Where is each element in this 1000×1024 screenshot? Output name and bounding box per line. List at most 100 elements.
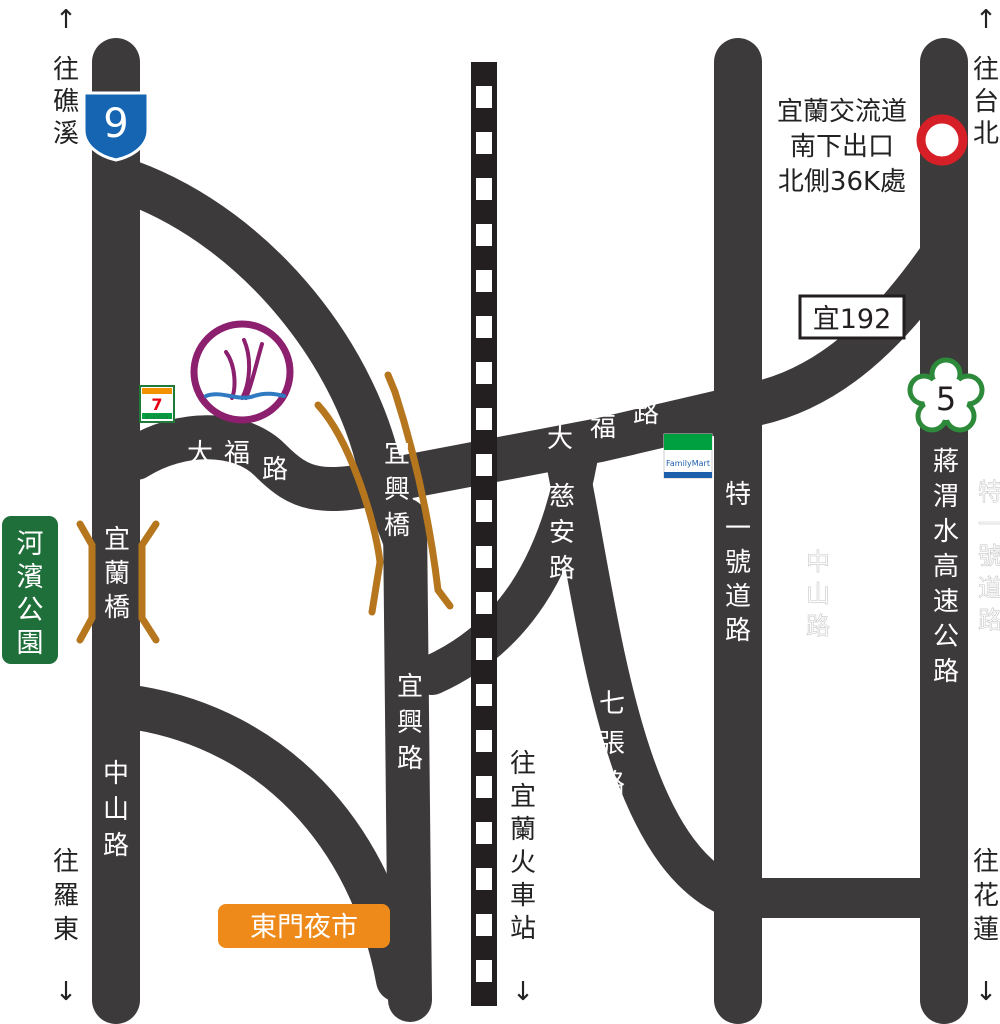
dongmen-night-market-box	[218, 904, 390, 948]
label-char: 蔣	[933, 447, 959, 477]
dafu-road-east-char-2: 福	[590, 413, 616, 443]
label-char: 路	[978, 606, 1000, 634]
zhongshan-road-label: 中山路	[103, 759, 129, 861]
familymart-stripe-blue	[664, 472, 712, 478]
railway-tie	[476, 776, 492, 798]
to-luodong-label: 往羅東	[53, 847, 79, 945]
yixing-bridge-label: 宜興橋	[384, 439, 410, 541]
label-char: 山	[103, 795, 129, 825]
zhongshan-road-faded-label: 中山路	[806, 548, 830, 640]
railway-tie	[476, 868, 492, 890]
label-char: 路	[397, 744, 423, 774]
hebin-park-label: 河濱公園	[17, 529, 44, 659]
seven-eleven-stripe-orange	[142, 388, 172, 394]
label-char: 濱	[17, 562, 44, 593]
hebin-park-box	[2, 516, 58, 664]
dongmen-night-market-label: 東門夜市	[250, 912, 358, 943]
road-network	[92, 38, 968, 1024]
route-9-shield: 9	[82, 91, 150, 162]
interchange-line-3: 北側36K處	[778, 167, 906, 197]
route-192-sign: 宜192	[798, 294, 906, 340]
hebin-park-badge: 河濱公園	[2, 516, 58, 664]
dafu-road-east-char-3: 路	[633, 399, 659, 429]
label-char: 慈	[549, 482, 575, 512]
label-char: 往	[510, 749, 536, 779]
label-char: 道	[978, 574, 1000, 602]
label-char: 路	[933, 657, 959, 687]
interchange-line-2: 南下出口	[790, 132, 894, 162]
label-char: 號	[725, 548, 751, 578]
label-char: 路	[806, 612, 830, 640]
jiangwei-highway-label: 蔣渭水高速公路	[933, 447, 959, 687]
label-char: 速	[933, 587, 959, 617]
label-char: 橋	[384, 511, 410, 541]
label-char: 羅	[53, 881, 79, 911]
label-char: 往	[973, 847, 999, 877]
destination-logo-ring-icon	[190, 320, 294, 424]
railway	[471, 62, 497, 1006]
to-hualien-label: 往花蓮	[973, 847, 999, 945]
label-char: 宜	[384, 439, 410, 469]
label-char: 道	[725, 582, 751, 612]
yixing-road	[383, 498, 432, 1022]
label-char: 河	[17, 529, 44, 560]
railway-tie	[476, 500, 492, 522]
label-char: 礁	[53, 87, 79, 117]
label-char: 張	[599, 729, 625, 759]
railway-tie	[476, 960, 492, 982]
label-char: 中	[103, 759, 129, 789]
label-char: 往	[973, 55, 999, 85]
label-char: 一	[725, 514, 751, 544]
label-char: 宜	[510, 782, 536, 812]
label-char: 七	[599, 689, 625, 719]
railway-tie	[476, 132, 492, 154]
to-jiaoxi-arrow: ↑	[55, 5, 77, 35]
label-char: 號	[978, 542, 1000, 570]
qizhang-road	[544, 431, 761, 921]
yixing-bridge-right-rail	[384, 371, 454, 610]
interchange-note: 宜蘭交流道 南下出口 北側36K處	[777, 97, 968, 197]
label-char: 宜	[104, 525, 130, 555]
railway-tie	[476, 86, 492, 108]
railway-tie	[476, 270, 492, 292]
familymart-label: FamilyMart	[666, 459, 710, 468]
label-char: 往	[53, 55, 79, 85]
destination-logo-wave-icon	[204, 391, 286, 400]
upper-curve-road	[108, 160, 427, 562]
route-192-label: 宜192	[813, 304, 892, 335]
dongmen-night-market-badge: 東門夜市	[218, 904, 390, 948]
route-5-flower-center	[924, 376, 968, 420]
qizhang-road-label: 七張路	[599, 689, 625, 799]
to-luodong-arrow: ↓	[55, 977, 77, 1007]
interchange-line-1: 宜蘭交流道	[777, 97, 907, 127]
railway-tie	[476, 224, 492, 246]
label-char: 台	[973, 87, 999, 117]
railway-tie	[476, 362, 492, 384]
to-yilan-station-arrow: ↓	[512, 977, 534, 1007]
direction-labels: ↑ 往礁溪 ↑ 往台北 往羅東 ↓ 往花蓮 ↓ 往宜蘭火車站 ↓	[53, 5, 999, 1007]
yixing-bridge-left-rail	[314, 401, 384, 616]
dafu-road-west	[114, 415, 422, 511]
yilan-bridge-left-rail	[76, 520, 96, 644]
label-char: 公	[17, 595, 44, 626]
dafu-road-west-char-1: 大	[187, 439, 213, 469]
yilan-bridge-label: 宜蘭橋	[104, 525, 130, 623]
label-char: 特	[978, 478, 1000, 506]
label-char: 蓮	[973, 915, 999, 945]
railway-tie	[476, 178, 492, 200]
label-char: 水	[933, 517, 959, 547]
label-char: 花	[973, 881, 999, 911]
dafu-road-west-char-3: 路	[262, 455, 288, 485]
label-char: 公	[933, 622, 959, 652]
railway-tie	[476, 316, 492, 338]
label-char: 路	[103, 831, 129, 861]
label-char: 路	[549, 554, 575, 584]
familymart-store: FamilyMart	[663, 433, 713, 479]
label-char: 高	[933, 552, 959, 582]
label-char: 車	[510, 881, 536, 911]
seven-eleven-label: ELEVEN	[145, 414, 168, 421]
route-9-number: 9	[103, 101, 128, 147]
railway-tie	[476, 730, 492, 752]
to-hualien-arrow: ↓	[975, 977, 997, 1007]
